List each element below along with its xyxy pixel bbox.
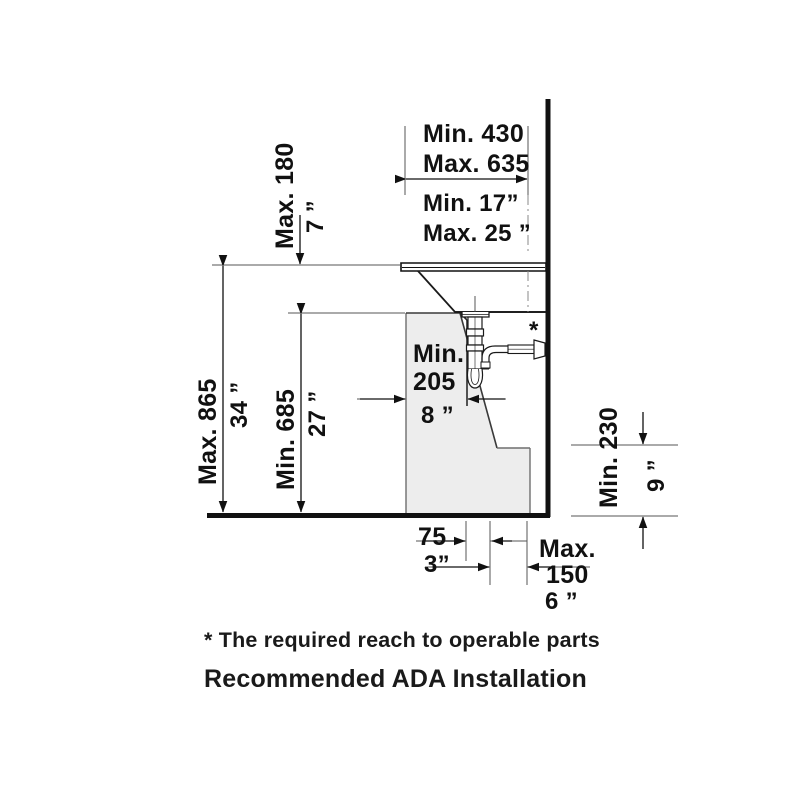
label-toe-depth-imperial: 6 ” — [545, 588, 578, 615]
floor — [207, 513, 550, 518]
footnote-text: * The required reach to operable parts — [204, 628, 600, 652]
wall — [545, 99, 551, 517]
label-knee-depth-imperial: 8 ” — [421, 402, 454, 429]
label-counter-depth-metric-max: Max. 635 — [423, 150, 530, 178]
label-toe-depth-metric-line2: 150 — [546, 561, 589, 589]
label-counter-depth-metric-min: Min. 430 — [423, 120, 524, 148]
label-apron-depth-imperial: 7 ” — [302, 200, 329, 233]
label-toe-height-imperial: 9 ” — [643, 459, 670, 492]
label-toe-depth-metric-line1: Max. — [539, 535, 596, 563]
label-toe-height-metric: Min. 230 — [595, 407, 623, 508]
label-toe-offset-imperial: 3” — [424, 551, 450, 578]
label-counter-depth-imperial-min: Min. 17” — [423, 190, 519, 217]
label-counter-height-imperial: 34 ” — [226, 381, 253, 428]
p-trap-plumbing — [461, 296, 546, 389]
label-toe-offset-metric: 75 — [418, 523, 446, 551]
label-counter-depth-imperial-max: Max. 25 ” — [423, 220, 531, 247]
washbasin — [400, 262, 547, 313]
asterisk-marker-icon: * — [529, 317, 539, 344]
label-counter-height-metric: Max. 865 — [194, 378, 222, 485]
dimension-arrows — [218, 174, 648, 572]
label-knee-height-imperial: 27 ” — [304, 390, 331, 437]
label-knee-depth-metric-line1: Min. — [413, 340, 464, 368]
label-knee-depth-metric-line2: 205 — [413, 368, 456, 396]
diagram-title: Recommended ADA Installation — [204, 665, 587, 693]
label-apron-depth-metric: Max. 180 — [271, 142, 299, 249]
label-knee-height-metric: Min. 685 — [272, 389, 300, 490]
